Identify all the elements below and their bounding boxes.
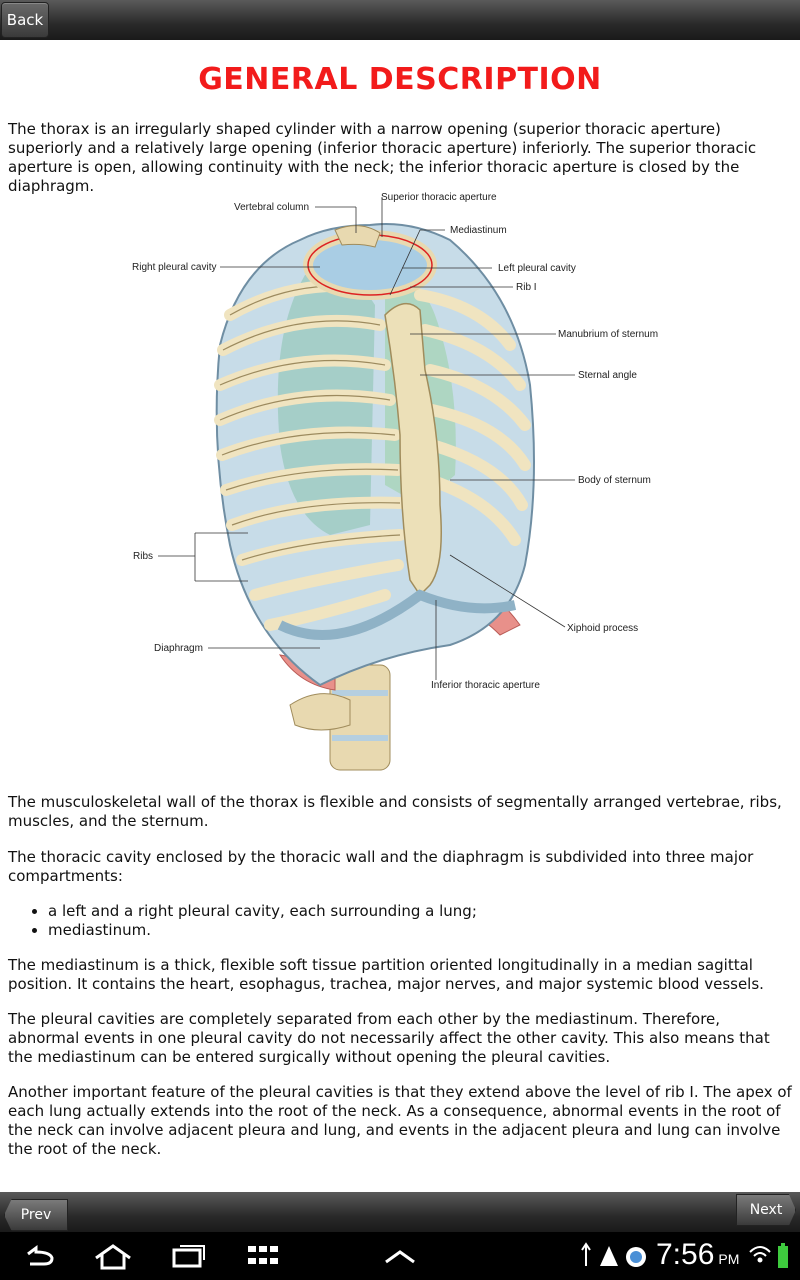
prev-button[interactable]: Prev (4, 1199, 68, 1231)
pleural-paragraph: The pleural cavities are completely sepa… (8, 1010, 770, 1066)
compartment-list: a left and a right pleural cavity, each … (8, 902, 788, 940)
vertebra-shapes (289, 664, 391, 771)
label-ribs: Ribs (133, 551, 153, 562)
next-button[interactable]: Next (736, 1194, 796, 1226)
label-manubrium: Manubrium of sternum (558, 329, 658, 340)
back-button[interactable]: Back (1, 2, 49, 38)
label-mediastinum: Mediastinum (450, 225, 507, 236)
thorax-illustration: Superior thoracic aperture Vertebral col… (132, 192, 658, 771)
chevron-up-icon[interactable] (384, 1240, 416, 1272)
label-diaphragm: Diaphragm (154, 643, 203, 654)
label-vertebral-column: Vertebral column (234, 202, 309, 213)
intro-paragraph: The thorax is an irregularly shaped cyli… (8, 120, 757, 195)
home-nav-icon[interactable] (92, 1240, 134, 1272)
sternum-shape (384, 302, 442, 597)
wall-paragraph: The musculoskeletal wall of the thorax i… (8, 793, 782, 830)
top-toolbar: Back (0, 0, 800, 41)
label-inferior-aperture: Inferior thoracic aperture (431, 680, 540, 691)
back-nav-icon[interactable] (20, 1240, 60, 1272)
label-sternal-angle: Sternal angle (578, 370, 637, 381)
notification-icons (581, 1242, 646, 1267)
label-rib1: Rib I (516, 282, 537, 293)
recent-apps-icon[interactable] (170, 1240, 208, 1272)
label-right-pleural: Right pleural cavity (132, 262, 216, 273)
label-superior-aperture: Superior thoracic aperture (381, 192, 497, 203)
page-title: GENERAL DESCRIPTION (198, 62, 602, 97)
list-item: mediastinum. (48, 921, 788, 940)
article-content[interactable]: GENERAL DESCRIPTION The thorax is an irr… (0, 40, 800, 1192)
label-body-sternum: Body of sternum (578, 475, 651, 486)
apex-paragraph: Another important feature of the pleural… (8, 1083, 792, 1158)
wifi-battery-icons (749, 1243, 788, 1268)
label-xiphoid: Xiphoid process (567, 623, 638, 634)
mediastinum-paragraph: The mediastinum is a thick, flexible sof… (8, 956, 764, 993)
bottom-toolbar: Prev Next (0, 1192, 800, 1232)
label-left-pleural: Left pleural cavity (498, 263, 576, 274)
menu-grid-icon[interactable] (246, 1240, 280, 1272)
cavity-paragraph: The thoracic cavity enclosed by the thor… (8, 848, 754, 885)
list-item: a left and a right pleural cavity, each … (48, 902, 788, 921)
